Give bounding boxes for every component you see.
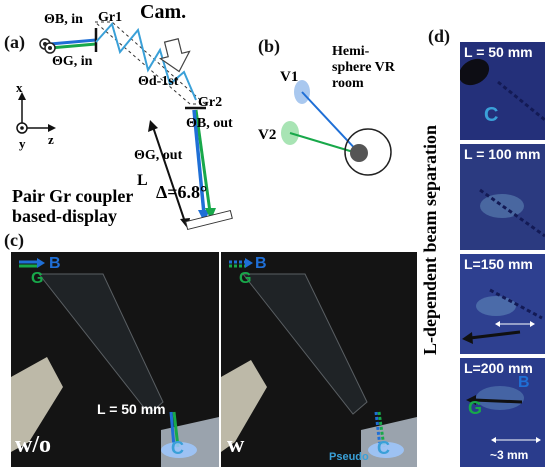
waveguide-outline (93, 21, 207, 105)
photo-without: B G L = 50 mm C w/o (11, 252, 219, 467)
green-output-beam (194, 109, 212, 213)
delta-angle-label: Δ=6.8° (156, 182, 208, 202)
v1-label: V1 (280, 69, 299, 85)
frame-l200-label: L=200 mm (464, 360, 533, 376)
panel-b-diagram (281, 80, 392, 176)
frame-l50: L = 50 mm C (460, 42, 545, 140)
room-label-line-3: room (332, 76, 364, 91)
theta-b-out-label: ΘB, out (186, 116, 233, 131)
frame-l200-g-label: G (468, 398, 483, 418)
hemisphere-room (344, 128, 392, 176)
frame-l200: L=200 mm B G ~3 mm (460, 358, 545, 467)
panel-c-label: (c) (4, 230, 24, 250)
frame-l50-label: L = 50 mm (464, 44, 533, 60)
camera-arrow (159, 38, 191, 73)
theta-b-in-label: ΘB, in (44, 12, 83, 27)
separation-side-title: L-dependent beam separation (420, 125, 440, 356)
panel-a-caption: Pair Gr coupler based-display (12, 186, 133, 226)
green-view-ray (289, 132, 361, 155)
blue-output-beam (192, 109, 206, 215)
frame-l150: L=150 mm (460, 254, 545, 354)
y-axis-label: y (19, 136, 26, 151)
photo-without-scene (11, 258, 219, 467)
panel-a-diagram (16, 21, 233, 231)
caption-line-2: based-display (12, 206, 118, 226)
l-value-label: L = 50 mm (97, 401, 166, 417)
blue-view-ray (301, 91, 361, 155)
frame-l100-label: L = 100 mm (464, 146, 541, 162)
blue-input-beam (49, 38, 97, 46)
panel-b-label: (b) (258, 36, 280, 56)
screen-surface (161, 417, 219, 467)
screen (185, 209, 233, 231)
frame-l200-b-label: B (518, 374, 530, 391)
g-beam-label-right: G (239, 270, 252, 287)
with-tag: w (227, 432, 245, 458)
pseudo-label: Pseudo (329, 451, 369, 463)
theta-g-out-label: ΘG, out (134, 148, 183, 163)
holder-left (221, 360, 267, 452)
gr2-label: Gr2 (198, 95, 223, 110)
z-axis-label: z (48, 132, 54, 147)
frame-l200-scale-label: ~3 mm (490, 448, 529, 462)
photo-with: B G C Pseudo w (221, 252, 417, 467)
frame-l100: L = 100 mm (460, 144, 545, 250)
b-beam-label-right: B (255, 255, 267, 272)
hemisphere-core (350, 144, 368, 162)
c-label-right: C (377, 438, 390, 458)
frame-l50-c-label: C (484, 104, 499, 126)
camera-label: Cam. (140, 1, 187, 23)
l-distance-arrow (151, 123, 187, 226)
holder-left (11, 357, 63, 452)
theta-d1st-label: Θd-1st (138, 74, 179, 89)
g-beam-label-left: G (31, 270, 44, 287)
panel-a-label: (a) (4, 32, 25, 52)
tir-zigzag-path (95, 21, 197, 101)
without-tag: w/o (15, 432, 51, 458)
waveguide-plate (241, 273, 368, 415)
l-label: L (137, 172, 148, 189)
room-label-line-2: sphere VR (332, 60, 395, 75)
panel-d-label: (d) (428, 26, 450, 46)
x-axis-label: x (16, 80, 23, 95)
photo-with-scene (221, 258, 417, 467)
theta-g-in-label: ΘG, in (52, 54, 93, 69)
c-label-left: C (171, 438, 184, 458)
waveguide-plate (37, 273, 164, 415)
b-beam-label-left: B (49, 255, 61, 272)
frame-l150-label: L=150 mm (464, 256, 533, 272)
gr1-label: Gr1 (98, 10, 123, 25)
room-label-line-1: Hemi- (332, 44, 370, 59)
green-input-beam (49, 42, 97, 50)
v2-label: V2 (258, 127, 277, 143)
room-label: Hemi- sphere VR room (332, 44, 395, 92)
caption-line-1: Pair Gr coupler (12, 186, 134, 206)
